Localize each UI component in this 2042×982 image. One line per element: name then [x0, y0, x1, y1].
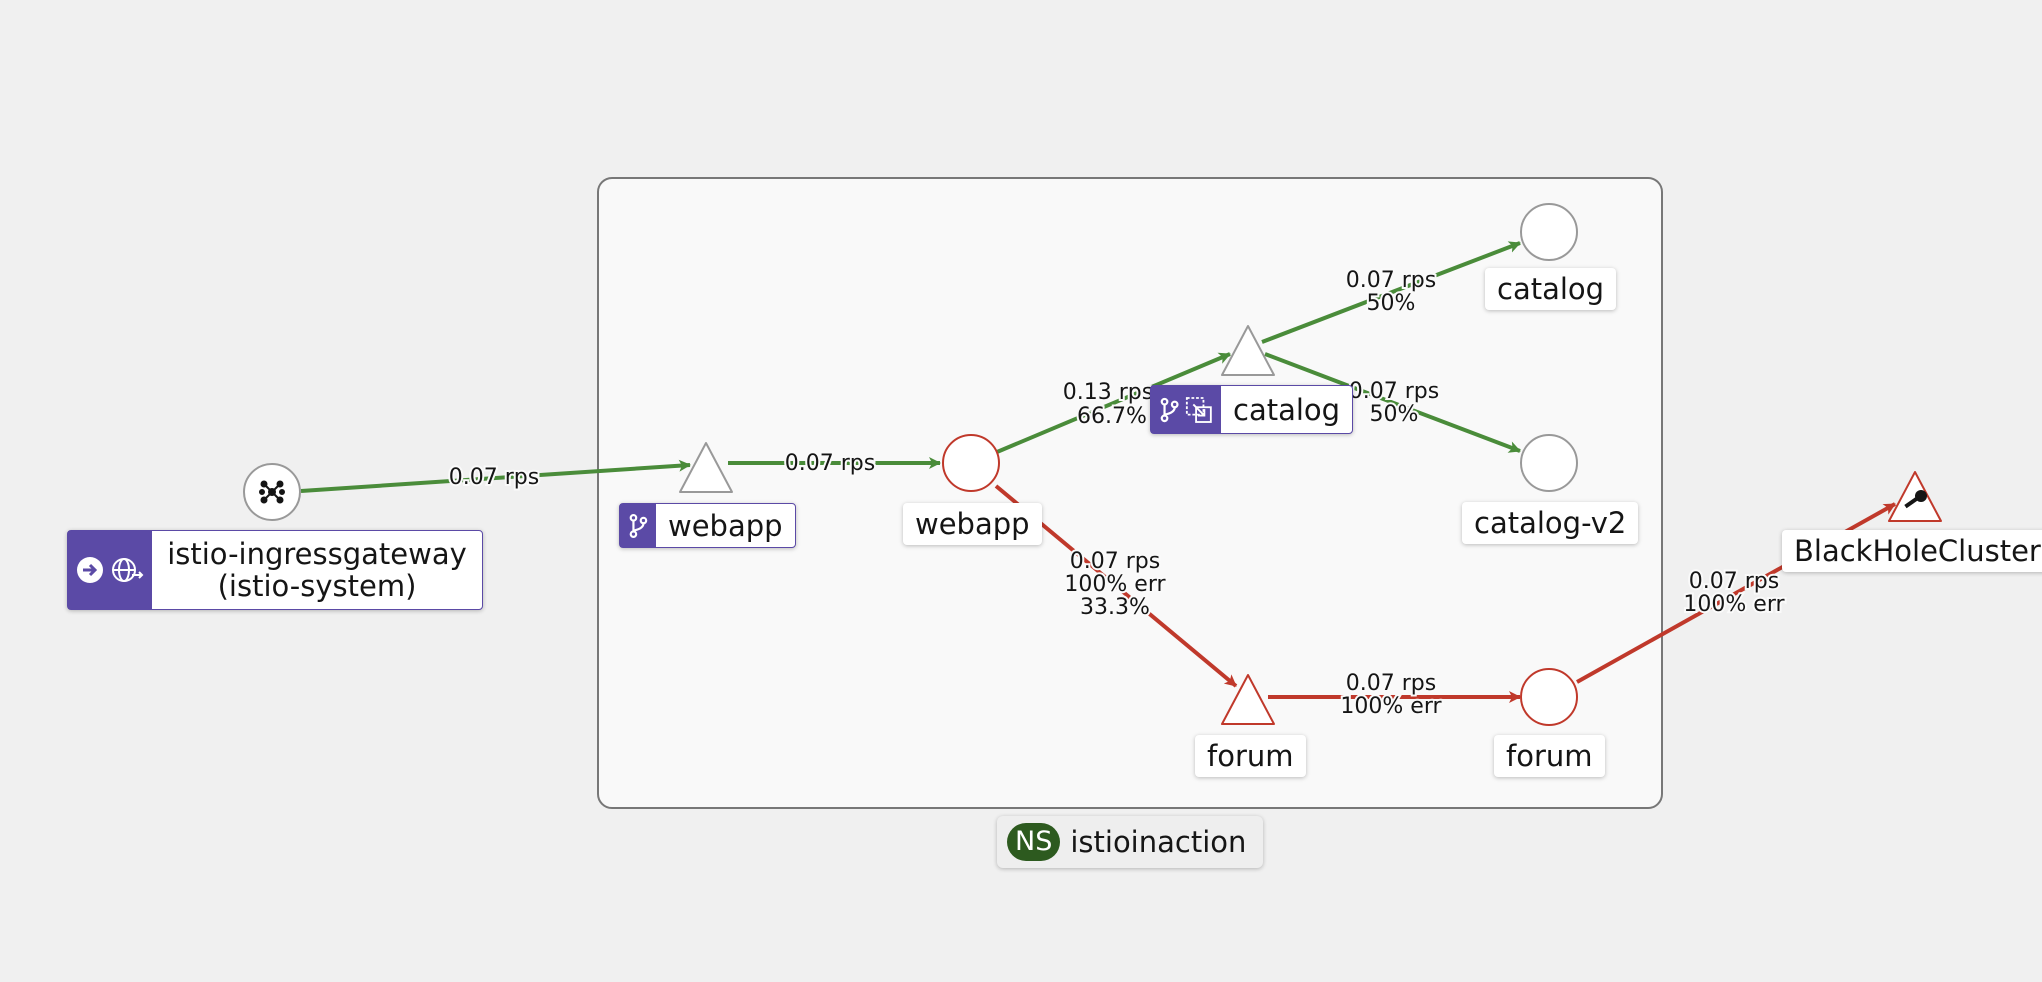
node-forum-workload[interactable] — [1520, 668, 1578, 726]
edge-label-webapp-forum-err: 100% err — [1064, 572, 1166, 597]
edge-label-webapp-rps: 0.07 rps — [785, 451, 875, 476]
edge-label-webapp-catalog-rps: 0.13 rps — [1063, 380, 1153, 405]
mesh-icon — [259, 480, 285, 504]
ingress-name: istio-ingressgateway — [167, 537, 467, 571]
label-webapp-service[interactable]: webapp — [619, 503, 796, 548]
label-forum-workload[interactable]: forum — [1494, 735, 1605, 777]
label-ingress[interactable]: istio-ingressgateway (istio-system) — [67, 530, 483, 610]
branch-icon — [629, 513, 648, 538]
node-blackhole[interactable] — [1888, 471, 1942, 522]
edge-label-blackhole-rps: 0.07 rps — [1689, 569, 1779, 594]
virtual-service-icon — [1186, 396, 1213, 423]
webapp-service-label: webapp — [668, 508, 783, 543]
node-webapp-workload[interactable] — [942, 434, 1000, 492]
namespace-label[interactable]: NS istioinaction — [997, 816, 1263, 868]
edge-label-catalog-v1-pct: 50% — [1367, 291, 1416, 316]
edge-label-ingress-rps: 0.07 rps — [449, 465, 539, 490]
ingress-namespace: (istio-system) — [217, 569, 417, 603]
label-catalog-service[interactable]: catalog — [1150, 385, 1354, 434]
node-ingress[interactable] — [243, 463, 301, 521]
label-forum-service[interactable]: forum — [1195, 735, 1306, 777]
edge-label-webapp-catalog-pct: 66.7% — [1077, 404, 1147, 429]
branch-icon — [1160, 397, 1179, 422]
namespace-badge: NS — [1007, 823, 1061, 861]
key-icon — [1904, 490, 1927, 509]
edge-label-catalog-v1-rps: 0.07 rps — [1346, 268, 1436, 293]
edge-ingress-to-webapp[interactable] — [300, 459, 691, 493]
edge-catalog-to-v1[interactable] — [1261, 241, 1521, 344]
globe-icon — [112, 558, 144, 582]
edge-label-forum-err: 100% err — [1340, 694, 1442, 719]
label-blackhole[interactable]: BlackHoleCluster — [1782, 530, 2042, 572]
catalog-workload-label: catalog — [1497, 272, 1605, 306]
edge-webapp-to-catalog[interactable] — [996, 352, 1231, 454]
node-forum-service[interactable] — [1221, 674, 1275, 725]
catalog-service-badges — [1151, 386, 1221, 433]
edge-label-forum-rps: 0.07 rps — [1346, 671, 1436, 696]
catalog-service-label: catalog — [1233, 392, 1341, 427]
node-catalog-service[interactable] — [1221, 325, 1275, 376]
edge-label-blackhole-err: 100% err — [1683, 592, 1785, 617]
catalog-v2-workload-label: catalog-v2 — [1474, 506, 1627, 540]
label-catalog-v2-workload[interactable]: catalog-v2 — [1462, 502, 1639, 544]
label-webapp-workload[interactable]: webapp — [903, 503, 1042, 545]
namespace-box[interactable] — [597, 177, 1663, 809]
webapp-service-badges — [620, 504, 656, 547]
ingress-badges — [68, 531, 152, 609]
edge-catalog-to-v2[interactable] — [1264, 352, 1521, 453]
edge-label-catalog-v2-rps: 0.07 rps — [1349, 379, 1439, 404]
node-catalog-workload[interactable] — [1520, 203, 1578, 261]
edge-label-catalog-v2-pct: 50% — [1370, 402, 1419, 427]
webapp-workload-label: webapp — [915, 507, 1030, 541]
namespace-name: istioinaction — [1070, 825, 1247, 859]
forum-service-label: forum — [1207, 739, 1294, 773]
label-catalog-workload[interactable]: catalog — [1485, 268, 1617, 310]
blackhole-label: BlackHoleCluster — [1794, 534, 2041, 568]
node-webapp-service[interactable] — [679, 442, 733, 493]
forum-workload-label: forum — [1506, 739, 1593, 773]
edge-label-webapp-forum-rps: 0.07 rps — [1070, 549, 1160, 574]
edge-label-webapp-forum-pct: 33.3% — [1080, 595, 1150, 620]
node-catalog-v2-workload[interactable] — [1520, 434, 1578, 492]
arrow-right-circle-icon — [77, 557, 103, 583]
